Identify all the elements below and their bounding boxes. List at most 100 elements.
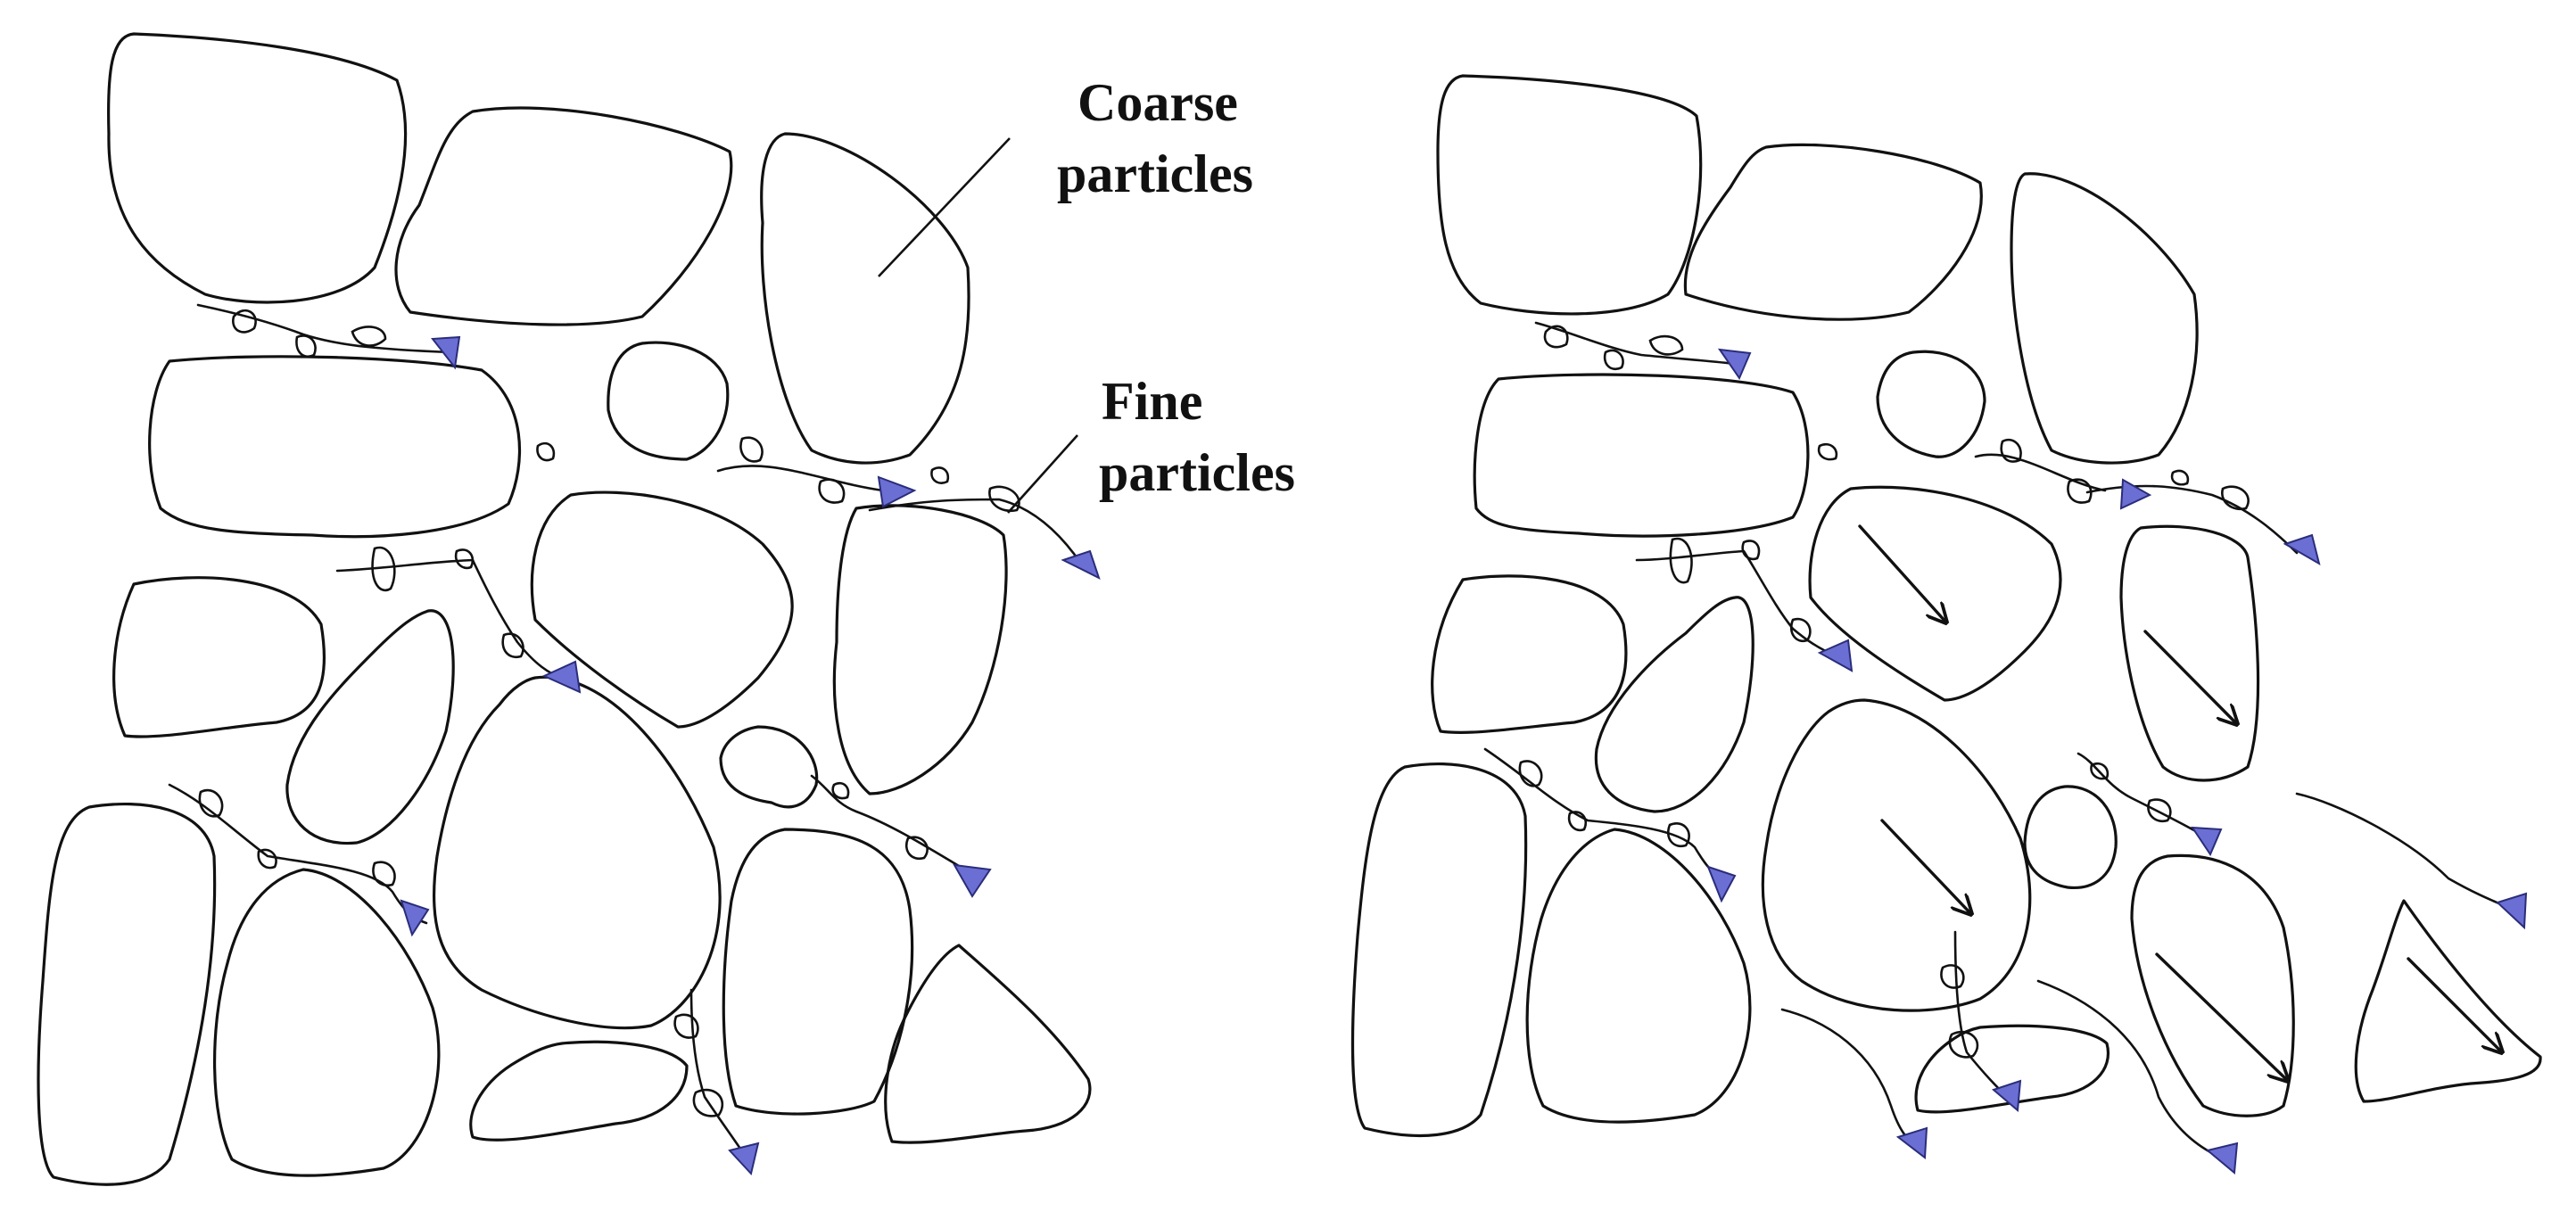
fine-particle [1817,442,1838,461]
fine-particle [351,326,387,347]
fine-particle [988,485,1020,513]
fine-particle [1543,325,1569,349]
fine-migration-path [1780,1008,1920,1148]
fine-migration-path [2076,752,2209,840]
coarse-particle [469,1040,689,1142]
fine-migration-arrowhead [2283,533,2321,566]
coarse-displacement-arrow [2155,952,2288,1081]
fine-particles-right [1518,325,2250,1059]
coarse-particle [719,725,819,809]
fine-particles-label-line2: particles [1099,443,1295,502]
coarse-particle [1473,373,1810,538]
coarse-particle [760,132,970,465]
fine-particle [1667,822,1690,848]
fine-particle [905,836,929,861]
fine-particle [2147,798,2172,823]
coarse-particle [148,355,522,539]
fine-particle-leader [1007,434,1078,514]
coarse-particle [722,828,914,1116]
fine-particle [1741,540,1761,561]
arrowheads-right [1706,348,2528,1175]
fine-migration-arrowhead [877,475,917,508]
coarse-particle [1350,762,1528,1138]
coarse-particle [1431,574,1628,734]
fine-particle [673,1013,699,1039]
coarse-particle [530,490,794,729]
fine-migration-arrowhead [1992,1079,2022,1113]
coarse-particle [2119,524,2260,782]
fine-migration-path [2036,979,2227,1161]
coarse-particle [1594,596,1754,813]
fine-migration-arrowhead [1895,1126,1928,1159]
fine-migration-arrowhead [953,863,992,898]
coarse-particle [394,106,733,326]
fine-particle [2090,762,2110,780]
fine-migration-arrowhead [1706,865,1737,903]
coarse-particle [1876,350,1986,458]
fine-migration-path [335,558,566,681]
fine-particle [739,436,764,463]
fine-migration-path [689,988,749,1161]
coarse-particle [1525,828,1752,1124]
coarse-particle [607,341,730,461]
coarse-particle [1683,143,1983,321]
coarse-particle [2023,785,2118,890]
fine-migration-path [2295,792,2515,911]
fine-particle [295,334,317,358]
fine-migration-path [1483,747,1725,880]
migration-paths-left [168,137,1083,1161]
fine-migration-path [810,774,974,876]
coarse-particle [1761,698,2032,1012]
fine-particle [1603,349,1624,371]
left-panel: Coarse particles Fine particles [37,32,1295,1186]
fine-migration-arrowhead [1061,549,1101,580]
fine-migration-path [1953,930,2010,1100]
displacement-arrows-right [1858,524,2502,1081]
fine-particle [1948,1030,1979,1059]
arrowheads-left [400,335,1101,1176]
fine-particle [232,309,257,334]
coarse-particle [37,802,217,1186]
fine-migration-arrowhead [728,1142,760,1176]
right-panel [1350,74,2542,1175]
coarse-particles-label-line1: Coarse [1077,73,1238,132]
fine-particle [831,781,850,800]
fine-particle [930,466,950,484]
fine-particle [257,848,277,870]
fine-migration-arrowhead [2119,478,2152,510]
fine-migration-path [1974,453,2107,492]
fine-particle [372,861,396,887]
fine-migration-path [2085,484,2299,555]
fine-migration-arrowhead [541,660,582,694]
coarse-particles-label-line2: particles [1057,144,1253,203]
fine-migration-path [716,465,885,492]
fine-migration-arrowhead [1717,348,1752,381]
fine-migration-arrowhead [400,899,430,937]
coarse-particle [2130,853,2295,1117]
coarse-particle [2354,899,2542,1103]
coarse-particles-left [37,32,1092,1186]
fine-particle [1940,964,1965,989]
fine-particle [454,548,475,570]
fine-migration-arrowhead [1817,639,1854,672]
coarse-particle [107,32,408,304]
fine-particle [692,1088,724,1117]
fine-migration-path [1534,321,1737,366]
coarse-displacement-arrow [2143,630,2237,724]
coarse-particle [1436,74,1703,316]
fine-migration-path [868,498,1083,565]
coarse-particle-leader [878,137,1011,277]
fine-particle [1567,811,1588,832]
coarse-particles-right [1350,74,2542,1138]
coarse-particle [2010,172,2199,465]
fine-particle [1648,334,1684,356]
fine-particle [371,546,396,592]
coarse-particle [1914,1024,2110,1114]
coarse-particle [832,504,1008,795]
fine-particle [2067,478,2093,504]
fine-particle [2170,469,2190,486]
fine-particle [536,441,556,462]
coarse-particle [285,609,455,845]
labels-left: Coarse particles Fine particles [1057,73,1295,502]
